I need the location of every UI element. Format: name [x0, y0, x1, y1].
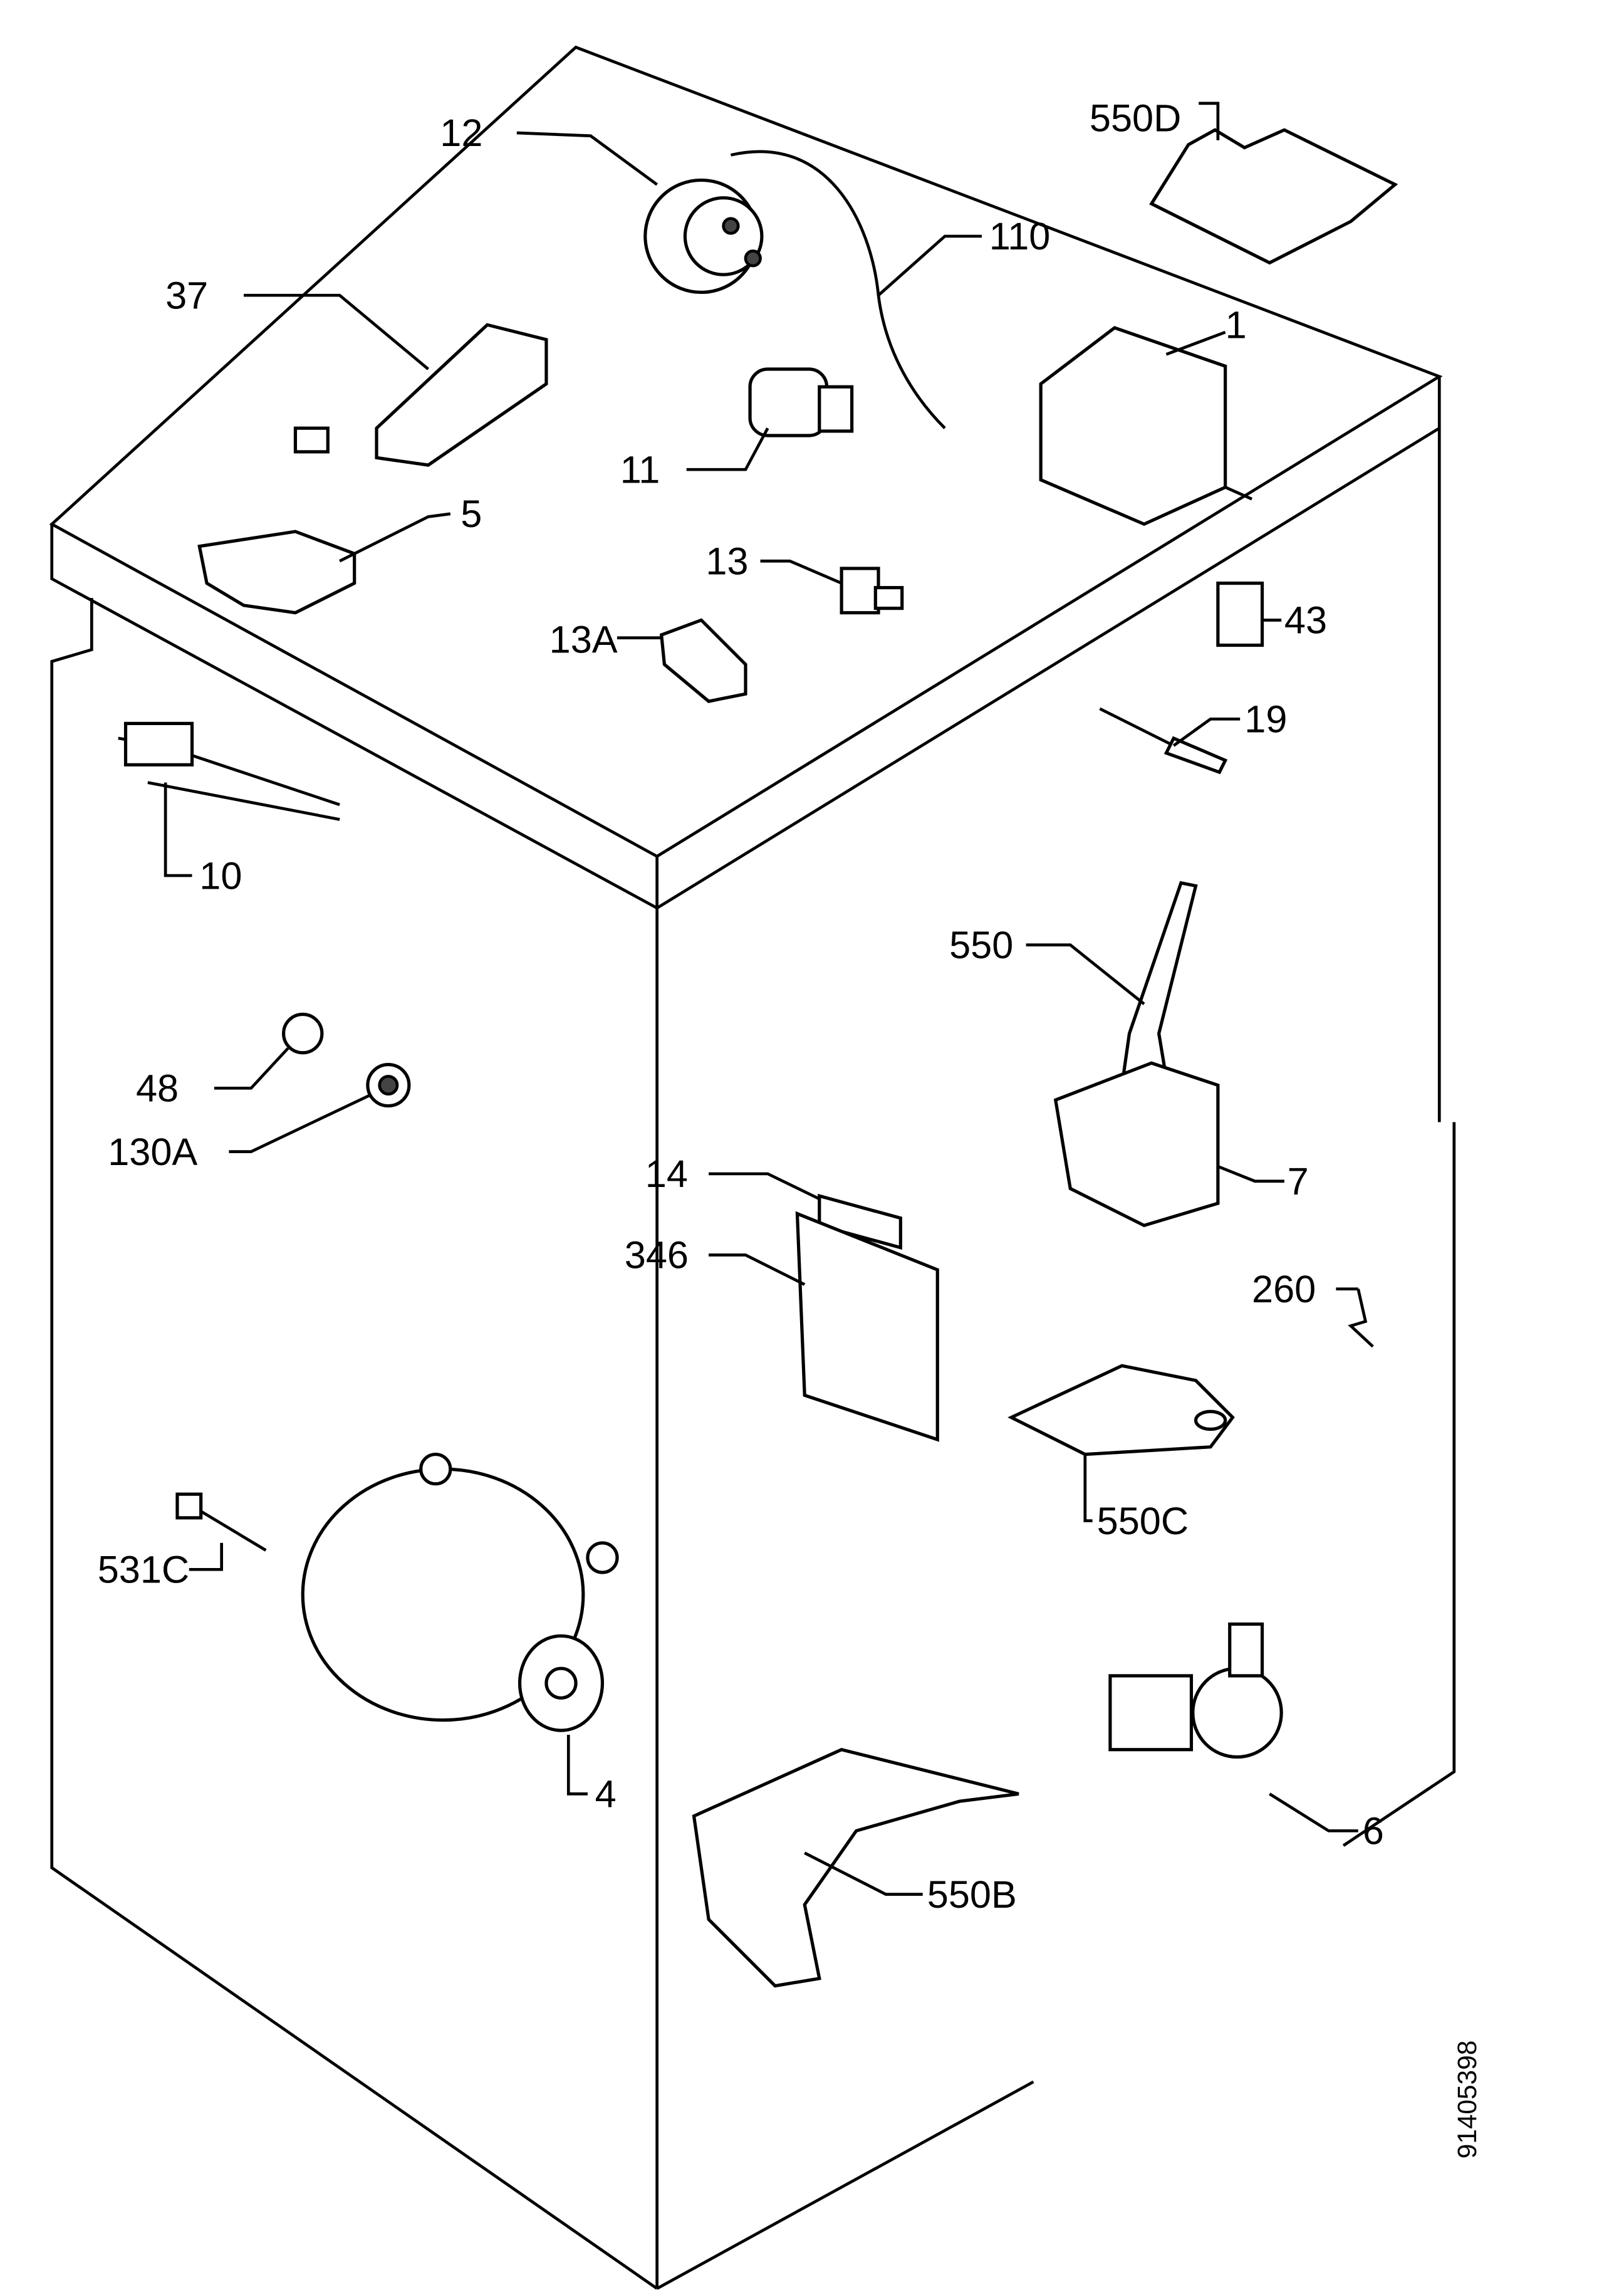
label-5: 5 [461, 493, 482, 535]
label-550C: 550C [1097, 1500, 1189, 1542]
label-37: 37 [165, 274, 208, 316]
part-43-switch [1216, 581, 1264, 647]
part-1-programmer [1039, 326, 1253, 526]
part-130A-knob [366, 1063, 411, 1108]
part-7-door-lock [1053, 1061, 1220, 1228]
label-550B: 550B [927, 1873, 1017, 1916]
label-14: 14 [645, 1153, 688, 1195]
part-550D-cover-plate [1149, 128, 1398, 265]
part-4-motor [301, 1452, 619, 1732]
label-48: 48 [136, 1067, 179, 1110]
part-10-heater [118, 721, 340, 821]
part-260-clip [1348, 1289, 1374, 1348]
label-260: 260 [1252, 1268, 1316, 1310]
label-10: 10 [199, 854, 242, 897]
part-13A-connector [659, 618, 747, 703]
label-19: 19 [1244, 698, 1287, 741]
label-130A: 130A [108, 1131, 197, 1173]
part-6-pump [1108, 1622, 1283, 1759]
label-550D: 550D [1090, 97, 1181, 140]
label-346: 346 [625, 1234, 689, 1277]
part-48-lamp [281, 1012, 324, 1055]
part-11-capacitor [748, 367, 854, 437]
label-7: 7 [1288, 1160, 1309, 1203]
part-12-pressure-switch [643, 178, 764, 295]
part-110-hose [730, 150, 946, 429]
label-4: 4 [595, 1773, 617, 1816]
cabinet-outline [49, 45, 1456, 2290]
label-13A: 13A [549, 618, 618, 661]
part-13-connector [840, 567, 904, 615]
label-1: 1 [1226, 304, 1247, 347]
part-550-lever [1120, 881, 1198, 1087]
part-531C-screw [175, 1492, 267, 1552]
part-14-346-board [795, 1193, 939, 1442]
label-11: 11 [620, 448, 660, 491]
label-110: 110 [989, 215, 1051, 258]
label-43: 43 [1284, 599, 1327, 642]
part-550B-duct [692, 1748, 1019, 1988]
label-531C: 531C [98, 1549, 189, 1591]
part-550C-plate [1007, 1364, 1235, 1456]
part-19-sensor [1099, 707, 1228, 775]
label-6: 6 [1363, 1810, 1384, 1853]
label-550: 550 [949, 924, 1013, 966]
label-13: 13 [705, 540, 748, 582]
drawing-number: 91405398 [1452, 2041, 1482, 2159]
leader-lines [164, 102, 1358, 1896]
part-5-valve [197, 530, 357, 615]
label-12: 12 [440, 112, 482, 154]
part-37-switch-block [293, 323, 548, 467]
